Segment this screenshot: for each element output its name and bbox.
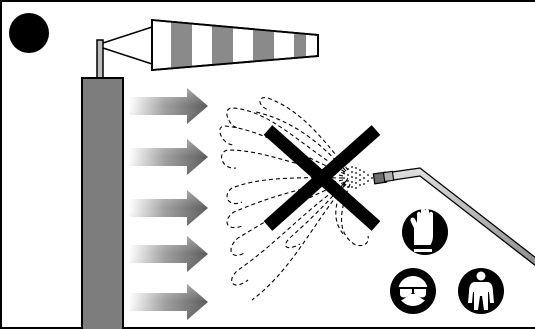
goggles-required-icon	[390, 268, 436, 314]
wind-arrow-icon	[129, 284, 208, 320]
wall-icon	[82, 78, 123, 329]
windsock-icon	[97, 20, 318, 78]
wind-arrows	[129, 88, 208, 320]
wind-arrow-icon	[129, 88, 208, 124]
wind-arrow-icon	[129, 190, 208, 226]
spray-lance-icon	[373, 168, 535, 266]
gloves-required-icon	[402, 208, 448, 255]
spray-cone-icon	[343, 166, 373, 189]
protective-suit-required-icon	[458, 268, 504, 314]
wind-arrow-icon	[129, 139, 208, 175]
wind-arrow-icon	[129, 236, 208, 272]
